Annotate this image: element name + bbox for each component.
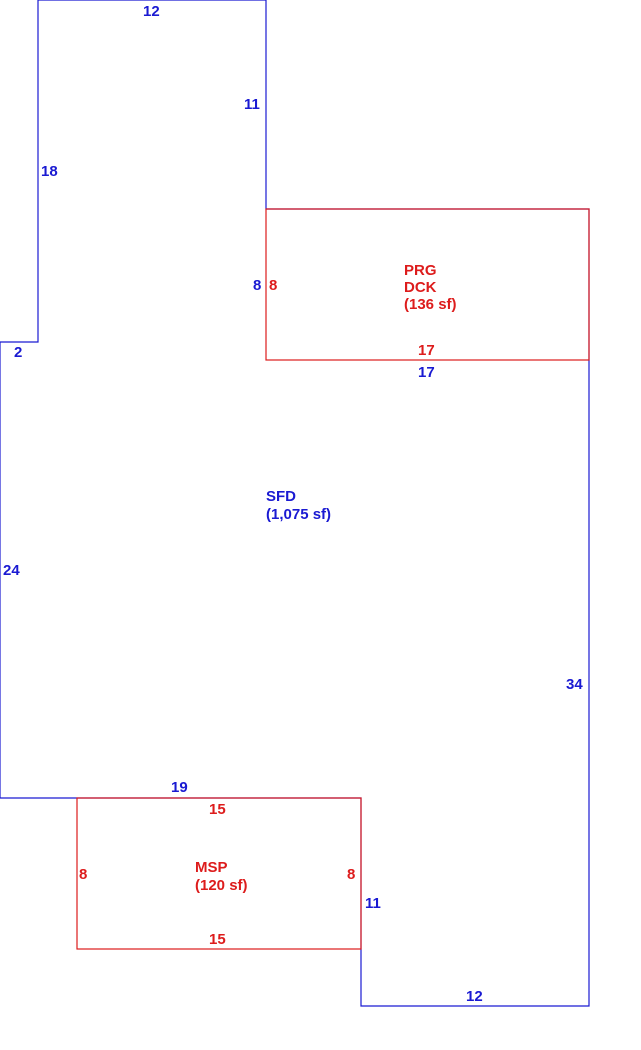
sfd-dim-top: 12 — [143, 3, 160, 20]
msp-dim-top: 15 — [209, 801, 226, 818]
sfd-dim-upper-left: 18 — [41, 163, 58, 180]
sfd-dim-right: 34 — [566, 676, 583, 693]
sfd-dim-upper-right: 11 — [244, 96, 260, 113]
prg-dck-outline — [265, 208, 590, 361]
sfd-dim-porch-bottom: 17 — [418, 364, 435, 381]
prg-dck-name-line2: DCK — [404, 279, 437, 296]
sfd-dim-left: 24 — [3, 562, 20, 579]
prg-dck-name-line1: PRG — [404, 262, 437, 279]
prg-dck-dim-bottom: 17 — [418, 342, 435, 359]
sfd-dim-bottom-left: 19 — [171, 779, 188, 796]
prg-dck-area: (136 sf) — [404, 296, 457, 313]
prg-dck-dim-left: 8 — [269, 277, 277, 294]
sfd-dim-step: 2 — [14, 344, 22, 361]
msp-dim-left: 8 — [79, 866, 87, 883]
msp-area: (120 sf) — [195, 877, 248, 894]
msp-outline — [76, 797, 362, 950]
sfd-dim-inner-right: 11 — [365, 895, 381, 912]
msp-dim-right: 8 — [347, 866, 355, 883]
msp-name: MSP — [195, 859, 228, 876]
sfd-dim-porch-left: 8 — [253, 277, 261, 294]
sfd-name: SFD — [266, 488, 296, 505]
sfd-area: (1,075 sf) — [266, 506, 331, 523]
msp-dim-bottom: 15 — [209, 931, 226, 948]
sfd-dim-bottom-right: 12 — [466, 988, 483, 1005]
sfd-outline — [0, 0, 590, 1007]
